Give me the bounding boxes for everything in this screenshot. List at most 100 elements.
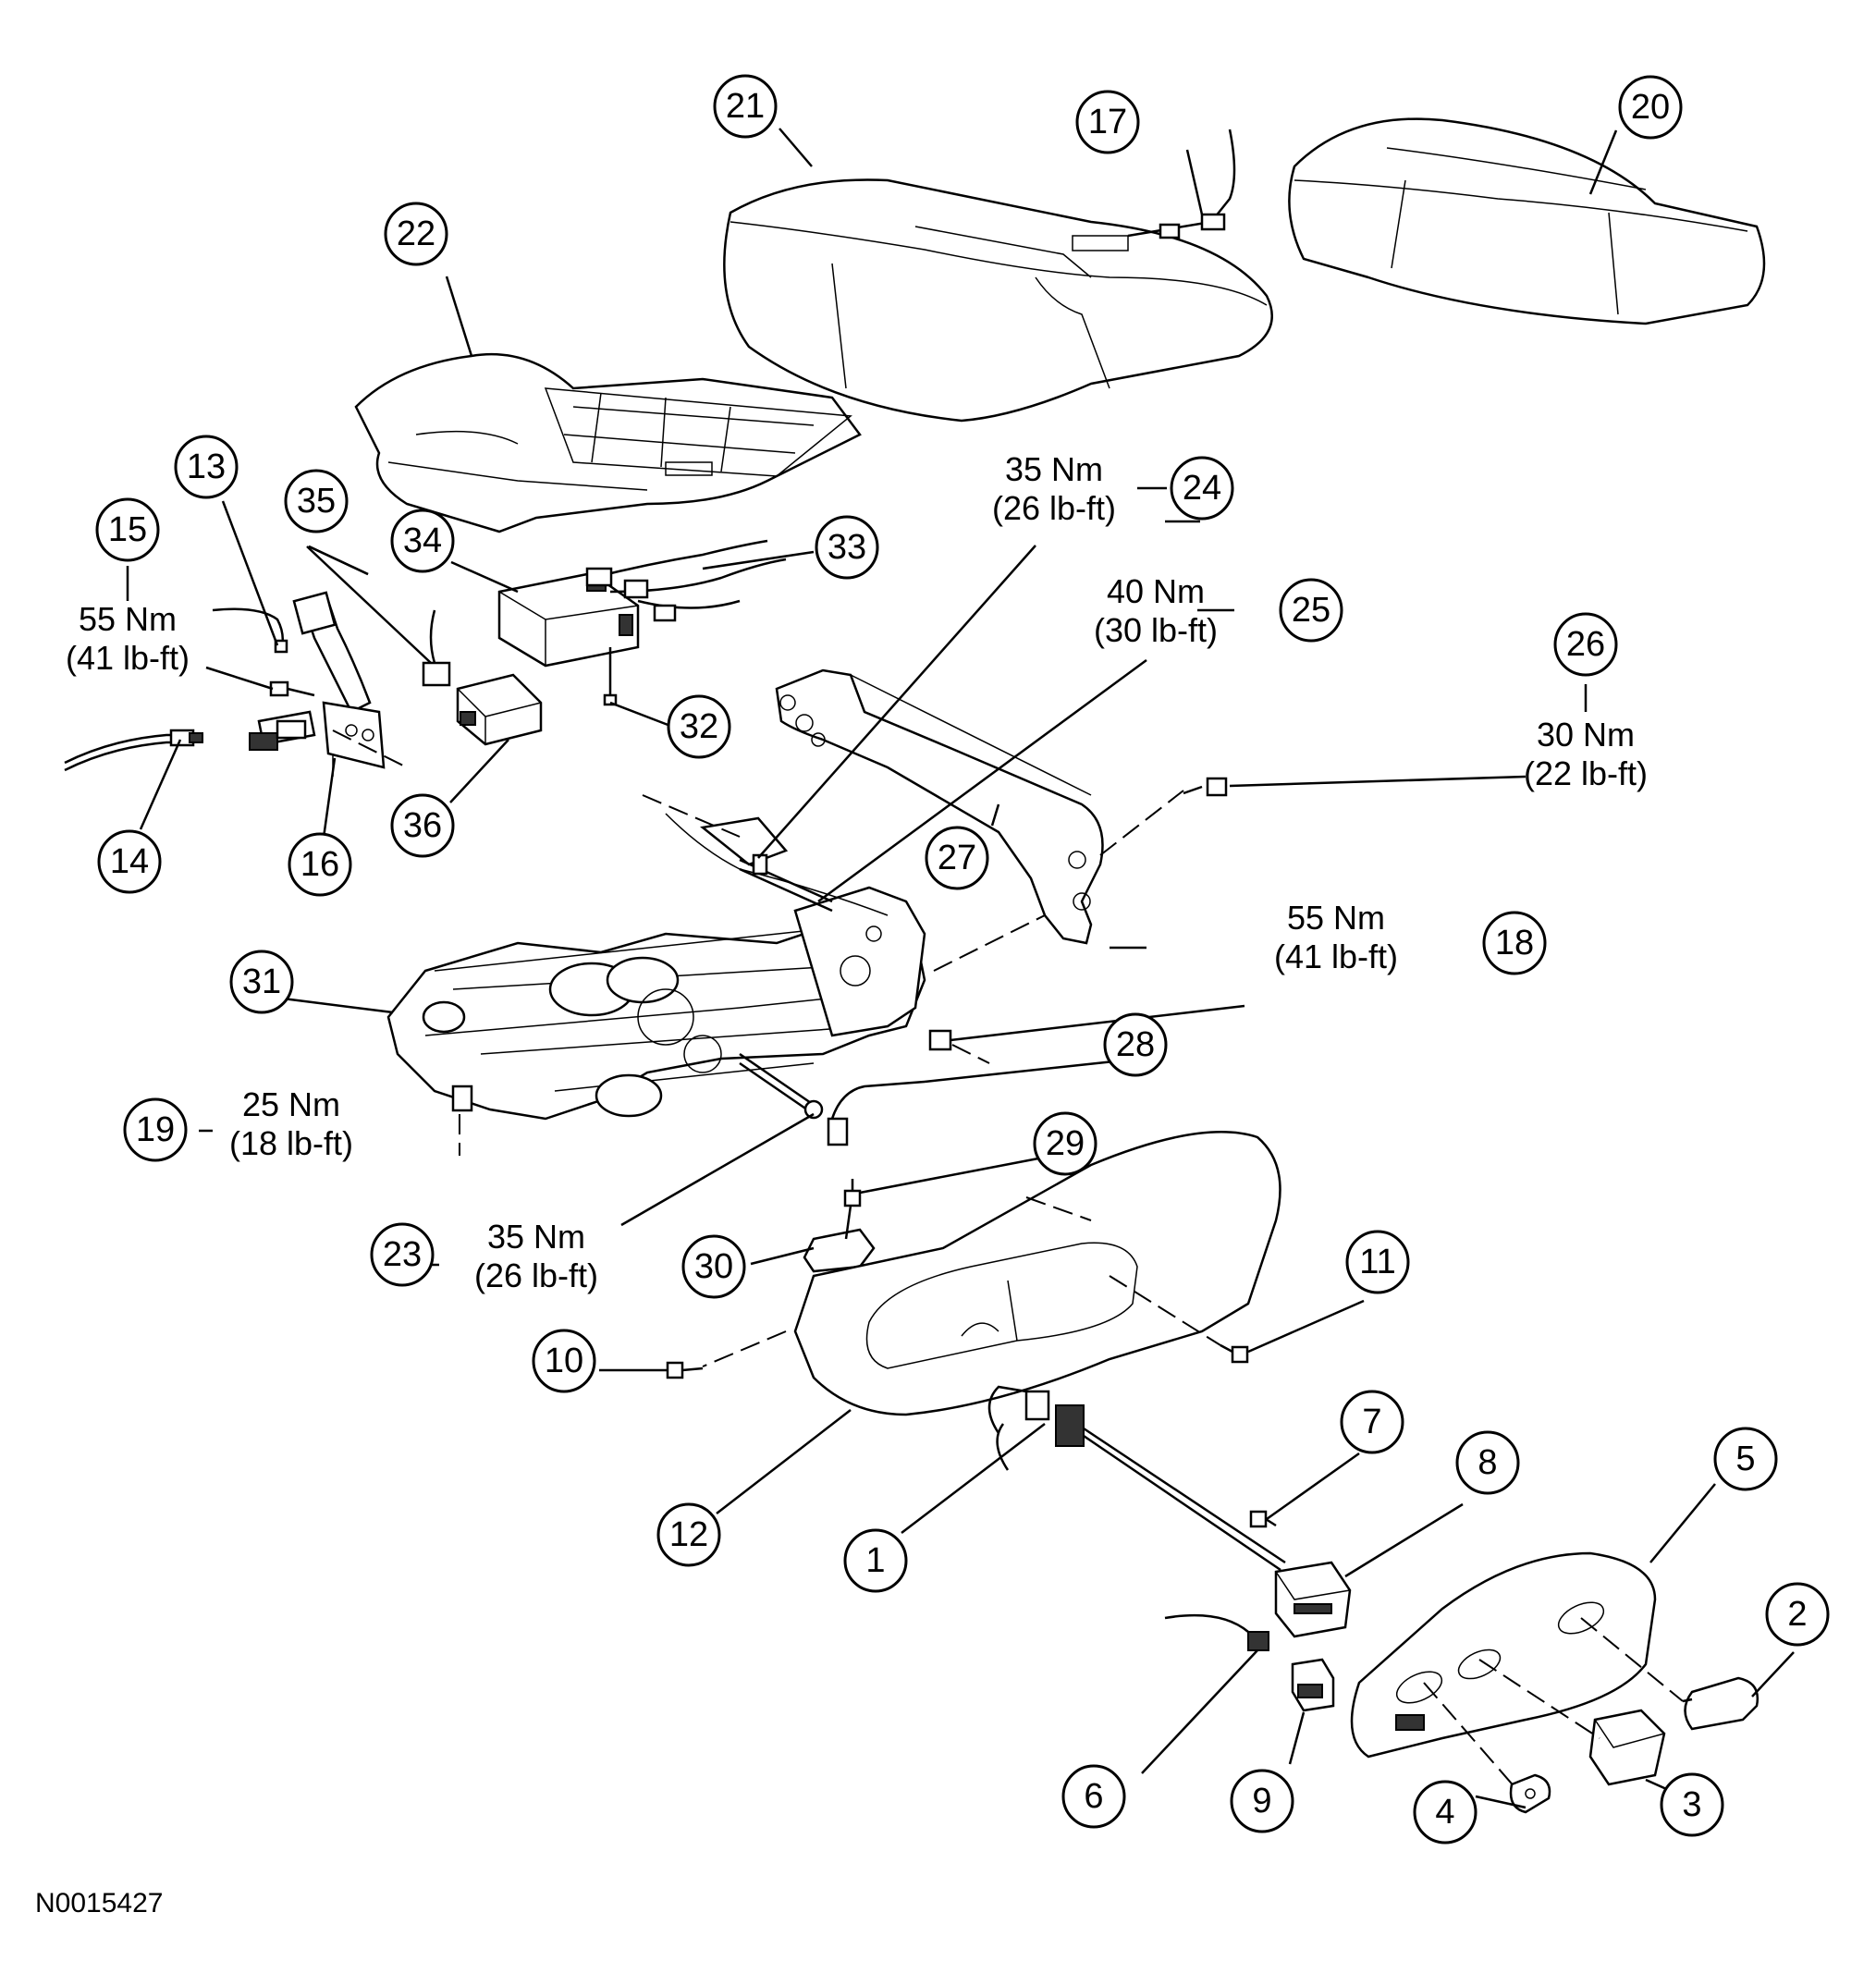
svg-text:21: 21 (726, 87, 765, 126)
torque-spec-26: 30 Nm (22 lb-ft) (1524, 716, 1648, 792)
svg-text:(41 lb-ft): (41 lb-ft) (66, 639, 190, 677)
svg-text:24: 24 (1183, 469, 1221, 508)
svg-text:(41 lb-ft): (41 lb-ft) (1274, 938, 1398, 975)
callout-2: 2 (1765, 1582, 1830, 1647)
svg-text:25 Nm: 25 Nm (242, 1085, 340, 1123)
module-34 (497, 571, 640, 668)
callout-13: 13 (174, 435, 239, 499)
callout-1: 1 (843, 1528, 908, 1593)
svg-text:3: 3 (1682, 1785, 1701, 1824)
seat-track-31 (386, 813, 926, 1121)
callout-25: 25 (1279, 578, 1343, 643)
svg-text:23: 23 (383, 1235, 422, 1274)
callout-3: 3 (1660, 1772, 1724, 1837)
svg-text:6: 6 (1084, 1777, 1103, 1816)
fastener-29 (843, 1179, 862, 1207)
switch-9 (1291, 1658, 1335, 1712)
wiring-harness-1 (987, 1385, 1286, 1572)
callout-26: 26 (1553, 612, 1618, 677)
trim-panel-5 (1350, 1551, 1657, 1759)
callout-31: 31 (229, 950, 294, 1014)
svg-text:10: 10 (545, 1342, 583, 1380)
shaft-23 (739, 1052, 824, 1120)
svg-text:2: 2 (1787, 1595, 1807, 1634)
svg-text:26: 26 (1566, 625, 1605, 664)
callout-6: 6 (1061, 1764, 1126, 1829)
screw-32 (603, 647, 618, 706)
callout-30: 30 (681, 1234, 746, 1299)
callout-17: 17 (1075, 90, 1140, 154)
svg-text:55 Nm: 55 Nm (1287, 899, 1385, 937)
svg-text:27: 27 (938, 839, 976, 877)
svg-text:(18 lb-ft): (18 lb-ft) (229, 1124, 353, 1162)
callout-16: 16 (288, 832, 352, 897)
svg-text:40 Nm: 40 Nm (1107, 572, 1205, 610)
svg-text:13: 13 (187, 447, 226, 486)
bracket-30 (803, 1205, 876, 1273)
svg-text:8: 8 (1478, 1443, 1497, 1482)
callout-33: 33 (815, 515, 879, 580)
callout-36: 36 (390, 793, 455, 858)
torque-spec-19: 25 Nm (18 lb-ft) (229, 1085, 353, 1162)
callout-21: 21 (713, 74, 778, 139)
svg-text:17: 17 (1088, 103, 1127, 141)
knob-2 (1682, 1676, 1760, 1731)
callout-28: 28 (1103, 1012, 1168, 1077)
switch-8 (1274, 1561, 1352, 1638)
torque-spec-15: 55 Nm (41 lb-ft) (66, 600, 190, 677)
screw-11 (1220, 1343, 1249, 1364)
nut-19 (451, 1085, 473, 1112)
torque-spec-18: 55 Nm (41 lb-ft) (1274, 899, 1398, 975)
callout-22: 22 (384, 202, 448, 266)
callout-11: 11 (1345, 1230, 1410, 1294)
callout-29: 29 (1033, 1111, 1097, 1176)
svg-text:5: 5 (1735, 1440, 1755, 1478)
callout-23: 23 (370, 1222, 435, 1287)
callout-20: 20 (1618, 75, 1683, 140)
svg-text:32: 32 (680, 707, 718, 746)
torque-spec-24: 35 Nm (26 lb-ft) (992, 450, 1116, 527)
callout-18: 18 (1482, 911, 1547, 975)
callout-32: 32 (667, 694, 731, 759)
svg-text:15: 15 (108, 510, 147, 549)
svg-text:33: 33 (828, 528, 866, 567)
svg-text:28: 28 (1116, 1025, 1155, 1064)
svg-text:4: 4 (1435, 1793, 1454, 1832)
torque-spec-23: 35 Nm (26 lb-ft) (474, 1218, 598, 1294)
svg-text:1: 1 (865, 1541, 885, 1580)
seat-back-frame-27 (775, 668, 1104, 945)
svg-text:(26 lb-ft): (26 lb-ft) (992, 489, 1116, 527)
callout-15: 15 (95, 497, 160, 562)
lever-4 (1509, 1773, 1551, 1814)
module-36 (456, 673, 543, 746)
callout-19: 19 (123, 1097, 188, 1162)
leader-lines (126, 128, 1795, 1809)
cable-14 (64, 729, 203, 772)
svg-text:30 Nm: 30 Nm (1537, 716, 1635, 754)
screw-10 (666, 1361, 704, 1379)
svg-text:36: 36 (403, 806, 442, 845)
svg-text:(22 lb-ft): (22 lb-ft) (1524, 754, 1648, 792)
callout-34: 34 (390, 509, 455, 573)
callout-14: 14 (97, 829, 162, 894)
callout-4: 4 (1413, 1780, 1478, 1845)
svg-text:22: 22 (397, 214, 435, 253)
svg-text:30: 30 (694, 1247, 733, 1286)
svg-text:35 Nm: 35 Nm (487, 1218, 585, 1256)
screw-7 (1249, 1510, 1277, 1528)
callout-5: 5 (1713, 1427, 1778, 1491)
svg-text:11: 11 (1359, 1243, 1395, 1281)
seat-pan-22 (354, 352, 862, 533)
callout-10: 10 (532, 1329, 596, 1393)
seat-belt-buckle-16 (249, 591, 386, 777)
torque-spec-25: 40 Nm (30 lb-ft) (1094, 572, 1218, 649)
wiring-harness-33 (585, 539, 787, 622)
figure-code: N0015427 (35, 1888, 163, 1918)
svg-text:12: 12 (669, 1515, 708, 1554)
connector-6 (1164, 1613, 1269, 1651)
svg-text:16: 16 (300, 845, 339, 884)
svg-text:34: 34 (403, 521, 442, 560)
svg-text:31: 31 (242, 962, 281, 1001)
bolt-15 (269, 680, 315, 697)
svg-text:35: 35 (297, 482, 336, 521)
